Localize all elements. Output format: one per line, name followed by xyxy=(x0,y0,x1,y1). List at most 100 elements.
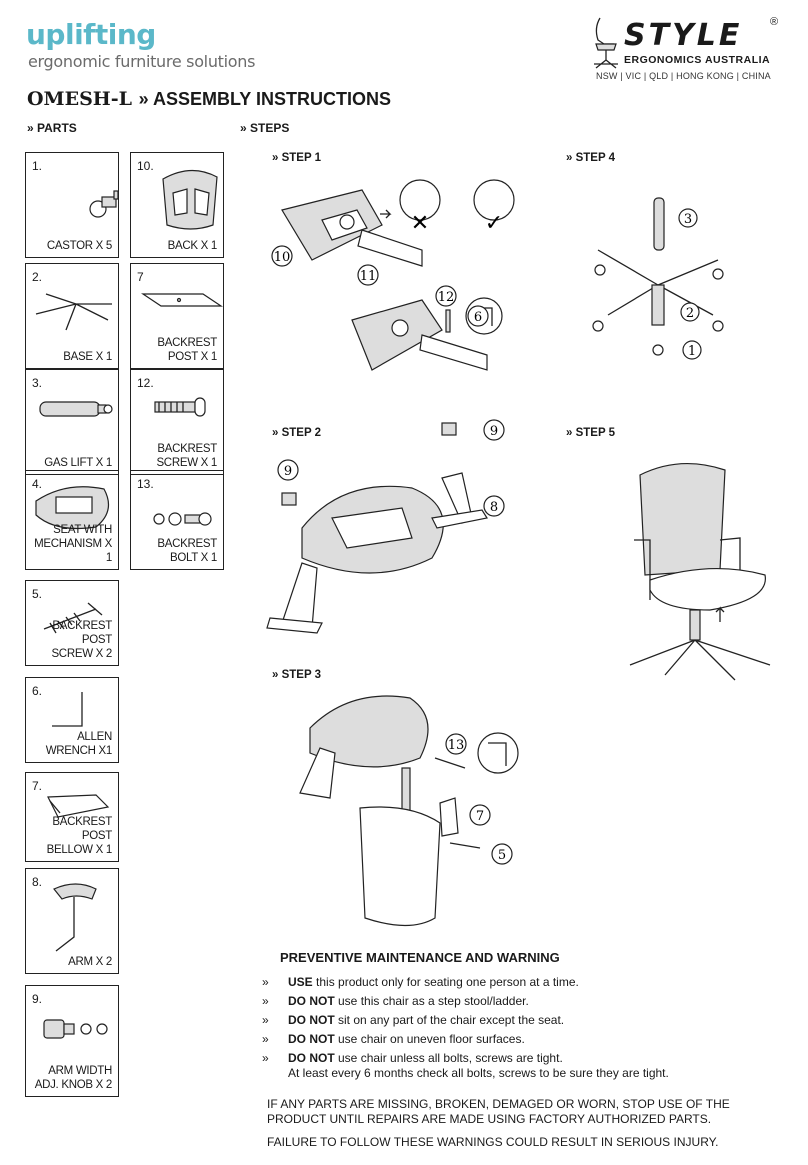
step-4-heading: » STEP 4 xyxy=(566,152,616,164)
part-number: 3. xyxy=(32,376,43,390)
callout-12: 12 xyxy=(438,290,455,305)
knob-icon xyxy=(43,1019,108,1039)
style-locations: NSW | VIC | QLD | HONG KONG | CHINA xyxy=(596,71,771,81)
part-number: 8. xyxy=(32,875,43,889)
warning-emphasis: DO NOT xyxy=(288,1032,335,1046)
callout-8: 8 xyxy=(490,500,498,515)
chair-back-shape xyxy=(639,463,726,576)
bellow-icon xyxy=(47,794,110,818)
warning-text: use chair on uneven floor surfaces. xyxy=(334,1032,525,1046)
right-mark: ✓ xyxy=(485,210,503,235)
callout-9-right: 9 xyxy=(490,424,498,439)
castor-icon xyxy=(89,190,119,218)
part-box-2: 10. BACK X 1 xyxy=(130,152,224,258)
part-number: 7 xyxy=(137,270,144,284)
parts-heading: » PARTS xyxy=(27,121,77,135)
right-detail-circle xyxy=(473,179,515,221)
part-number: 5. xyxy=(32,587,43,601)
gas-lift-icon xyxy=(39,401,113,417)
bullet: » xyxy=(262,1051,269,1065)
brand-tagline: ergonomic furniture solutions xyxy=(28,52,256,71)
steps-heading: » STEPS xyxy=(240,121,290,135)
title-model: OMESH-L xyxy=(27,88,132,110)
part-box-5: 3.GAS LIFT X 1 xyxy=(25,369,119,475)
style-subtitle: ERGONOMICS AUSTRALIA xyxy=(624,54,771,66)
callout-2: 2 xyxy=(686,306,694,321)
warning-emphasis: DO NOT xyxy=(288,1013,335,1027)
warning-text: sit on any part of the chair except the … xyxy=(334,1013,565,1027)
title-rest: » ASSEMBLY INSTRUCTIONS xyxy=(138,89,391,109)
bullet: » xyxy=(262,994,269,1008)
part-label: BACK X 1 xyxy=(167,240,218,252)
part-number: 10. xyxy=(137,159,154,173)
step-4-illustration: 3 2 1 xyxy=(592,197,724,360)
bullet: » xyxy=(262,1013,269,1027)
seat-mechanism-icon xyxy=(35,486,110,530)
warning-item: » DO NOT sit on any part of the chair exc… xyxy=(262,1013,782,1028)
warning-footer-1: IF ANY PARTS ARE MISSING, BROKEN, DEMAGE… xyxy=(267,1097,730,1126)
callout-9-left: 9 xyxy=(284,464,292,479)
part-number: 6. xyxy=(32,684,43,698)
step-1-illustration: ✕ ✓ 10 11 12 6 xyxy=(271,179,515,371)
registered-mark: ® xyxy=(770,16,779,28)
step-3-illustration: 13 7 5 xyxy=(299,695,519,927)
warning-text: this product only for seating one person… xyxy=(312,975,579,989)
part-number: 2. xyxy=(32,270,43,284)
warning-item: »USE this product only for seating one p… xyxy=(262,975,782,990)
part-box-1: 1. CASTOR X 5 xyxy=(25,152,119,258)
warning-emphasis: DO NOT xyxy=(288,1051,335,1065)
part-number: 9. xyxy=(32,992,43,1006)
bullet: » xyxy=(262,1032,269,1046)
backrest-post-shape xyxy=(357,229,423,267)
warning-text: use this chair as a step stool/ladder. xyxy=(334,994,529,1008)
callout-11: 11 xyxy=(360,269,377,284)
part-box-12: 8. ARM X 2 xyxy=(25,868,119,974)
allen-wrench-icon xyxy=(52,692,83,727)
part-number: 1. xyxy=(32,159,43,173)
wrong-detail-circle xyxy=(399,179,441,221)
warning-footer-2: FAILURE TO FOLLOW THESE WARNINGS COULD R… xyxy=(267,1135,719,1149)
part-label: CASTOR X 5 xyxy=(46,240,112,252)
step-3-heading: » STEP 3 xyxy=(272,669,322,681)
callout-13: 13 xyxy=(448,738,465,753)
part-number: 4. xyxy=(32,477,43,491)
style-logo: STYLE xyxy=(624,18,743,53)
part-label: ARM X 2 xyxy=(68,956,112,968)
brand-name: uplifting xyxy=(26,18,156,51)
step-2-illustration: 9 9 8 xyxy=(266,419,505,634)
callout-1: 1 xyxy=(688,344,696,359)
warning-emphasis: DO NOT xyxy=(288,994,335,1008)
part-number: 7. xyxy=(32,779,43,793)
part-label: BASE X 1 xyxy=(63,351,112,363)
step-5-illustration xyxy=(629,463,771,681)
step-5-heading: » STEP 5 xyxy=(566,427,616,439)
callout-3: 3 xyxy=(684,212,692,227)
wrong-mark: ✕ xyxy=(411,210,429,235)
backrest-post-icon xyxy=(141,293,223,307)
backrest-screw-icon xyxy=(154,397,206,417)
part-number: 13. xyxy=(137,477,154,491)
step-2-heading: » STEP 2 xyxy=(272,427,322,439)
warning-text: use chair unless all bolts, screws are t… xyxy=(334,1051,563,1065)
warning-item: » DO NOT use chair unless all bolts, scre… xyxy=(262,1051,782,1081)
part-number: 12. xyxy=(137,376,154,390)
page-title: OMESH-L » ASSEMBLY INSTRUCTIONS xyxy=(27,88,391,110)
back-icon xyxy=(162,169,218,230)
back-shape xyxy=(359,806,441,927)
callout-6: 6 xyxy=(474,310,482,325)
base-icon xyxy=(35,293,112,331)
warning-extra: At least every 6 months check all bolts,… xyxy=(288,1066,669,1080)
